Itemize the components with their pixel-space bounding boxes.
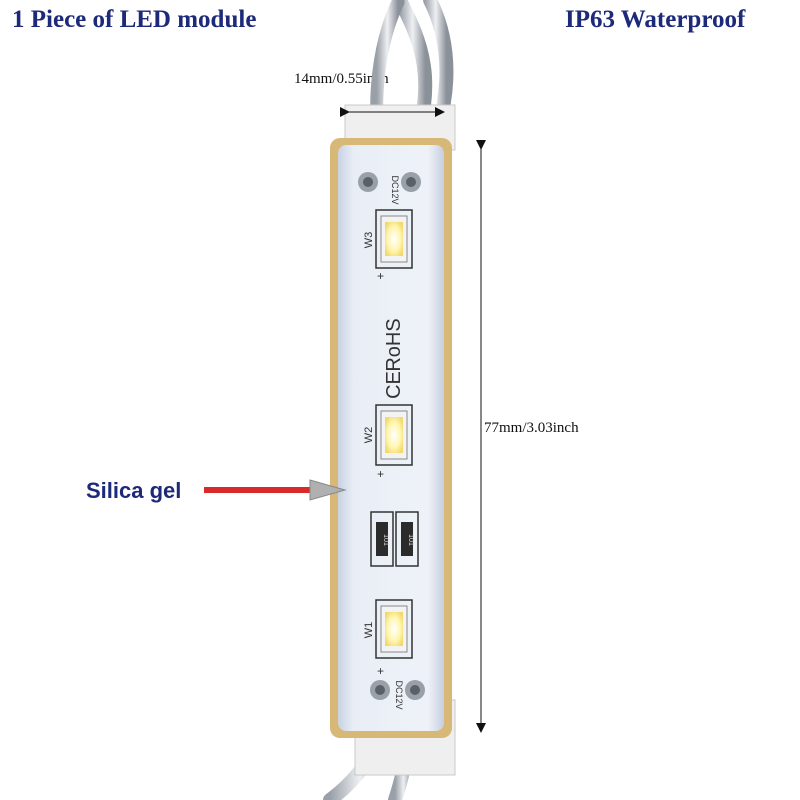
page-title: 1 Piece of LED module <box>12 6 257 33</box>
voltage-mark-bottom: DC12V <box>394 680 404 709</box>
voltage-mark-top: DC12V <box>390 175 400 204</box>
rohs-mark: RoHS <box>383 318 405 371</box>
led-w1 <box>375 599 413 659</box>
bottom-terminals <box>370 680 425 700</box>
resistor-code-right: 101 <box>407 534 414 546</box>
top-terminals <box>358 172 421 192</box>
silica-gel-callout: Silica gel <box>86 478 182 503</box>
plus-mark-w3: + <box>377 269 384 283</box>
width-dimension-label: 14mm/0.55inch <box>294 71 389 87</box>
plus-mark-w1: + <box>377 664 384 678</box>
led-w2 <box>375 404 413 466</box>
led-label-w3: W3 <box>363 232 375 249</box>
waterproof-badge: IP63 Waterproof <box>565 6 746 33</box>
plus-mark-w2: + <box>377 467 384 481</box>
led-label-w1: W1 <box>363 622 375 639</box>
led-w3 <box>375 209 413 269</box>
resistor-code-left: 101 <box>382 534 389 546</box>
ce-mark: CE <box>383 371 405 399</box>
resistors <box>370 511 419 567</box>
led-label-w2: W2 <box>363 427 375 444</box>
silica-gel-arrow <box>204 479 347 501</box>
length-dimension-label: 77mm/3.03inch <box>484 420 579 436</box>
